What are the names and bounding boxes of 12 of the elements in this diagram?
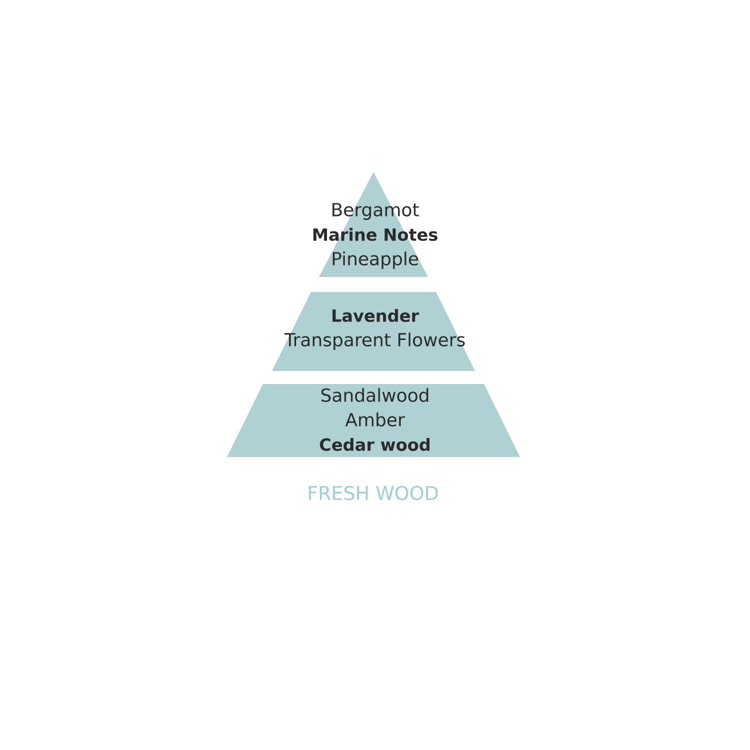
pyramid-tier xyxy=(227,384,520,457)
pyramid-tier xyxy=(272,292,475,371)
caption: FRESH WOOD xyxy=(308,486,438,500)
note-text: Bergamot xyxy=(332,203,419,220)
note-text: Sandalwood xyxy=(321,388,428,402)
note-text: Pineapple xyxy=(332,252,418,269)
note-text: Cedar wood xyxy=(320,438,430,451)
note-text: Transparent Flowers xyxy=(284,332,465,350)
pyramid-tier xyxy=(313,172,438,277)
note-text: Amber xyxy=(345,412,405,426)
note-text: Marine Notes xyxy=(313,228,438,241)
note-text: Lavender xyxy=(332,309,419,322)
